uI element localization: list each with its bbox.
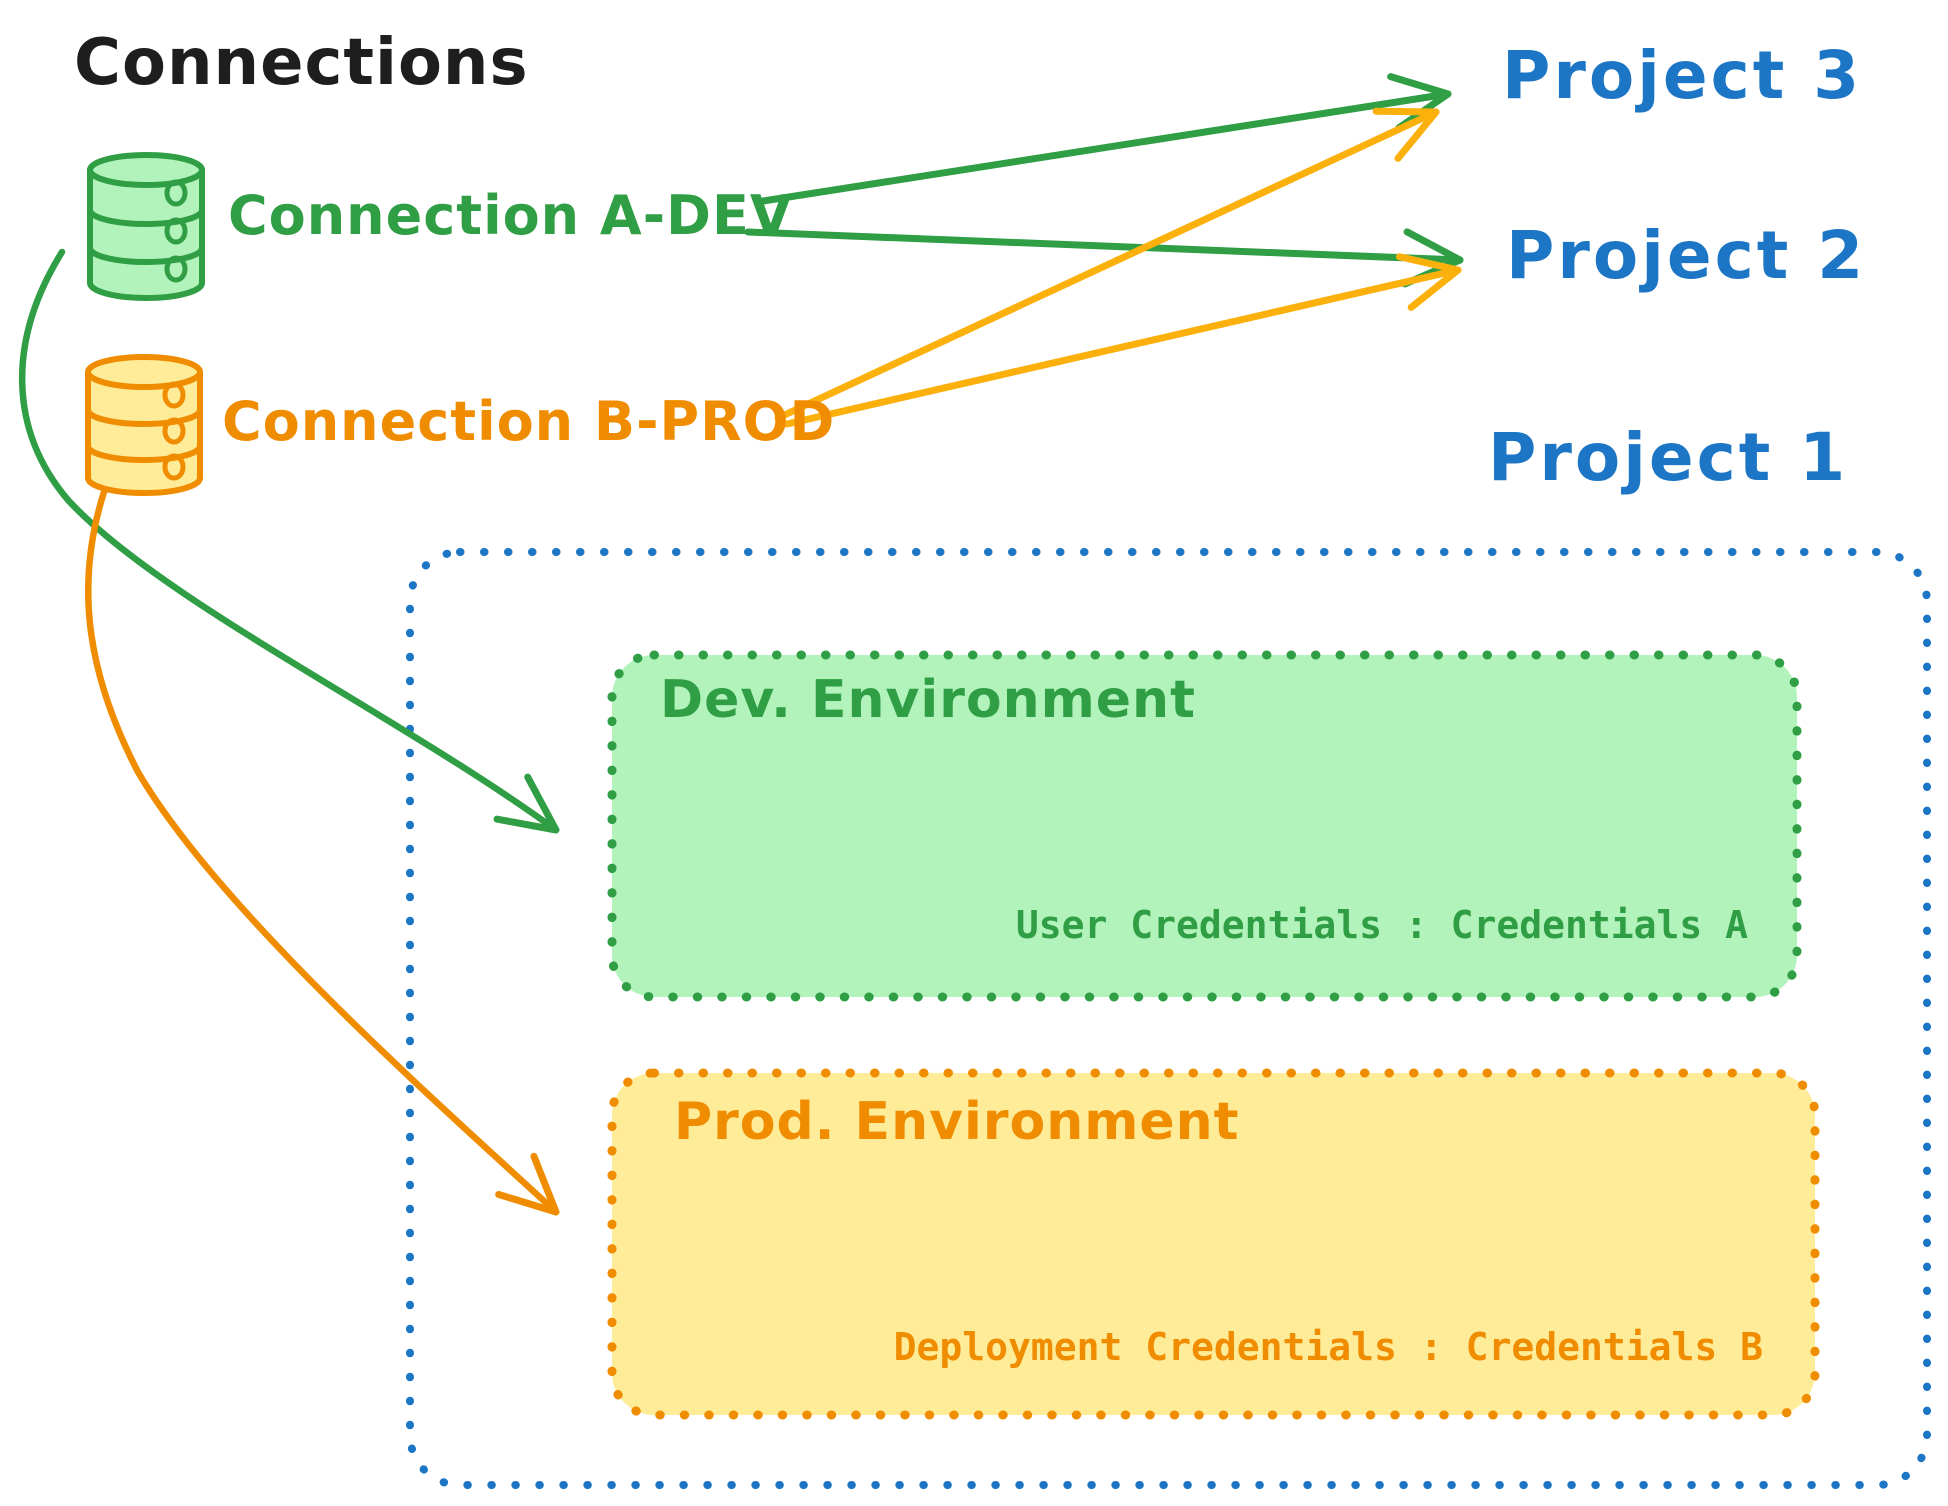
dev-environment-box: [607, 650, 1802, 1002]
arrow-a-dev-to-dev-environment: [18, 248, 560, 834]
project1-container-box: [406, 548, 1931, 1489]
project-1-label: Project 1: [1488, 419, 1849, 496]
arrow-b-prod-to-project2: [783, 253, 1462, 428]
prod-environment-credentials: Deployment Credentials : Credentials B: [893, 1325, 1763, 1369]
prod-environment-box: [607, 1068, 1820, 1420]
connection-b-prod-label: Connection B-PROD: [222, 390, 836, 453]
database-icon-a-dev: [87, 152, 205, 301]
arrow-a-dev-to-project3: [753, 73, 1452, 206]
diagram-title: Connections: [74, 26, 529, 100]
dev-environment-credentials: User Credentials : Credentials A: [1015, 903, 1748, 947]
connection-a-dev-label: Connection A-DEV: [228, 184, 793, 247]
prod-environment-title: Prod. Environment: [674, 1092, 1240, 1152]
project-2-label: Project 2: [1506, 217, 1867, 294]
arrow-b-prod-to-prod-environment: [85, 488, 560, 1216]
project-3-label: Project 3: [1502, 37, 1863, 114]
arrow-a-dev-to-project2: [744, 228, 1464, 288]
database-icon-b-prod: [85, 354, 203, 496]
arrow-b-prod-to-project3: [774, 107, 1440, 422]
dev-environment-title: Dev. Environment: [660, 670, 1196, 730]
